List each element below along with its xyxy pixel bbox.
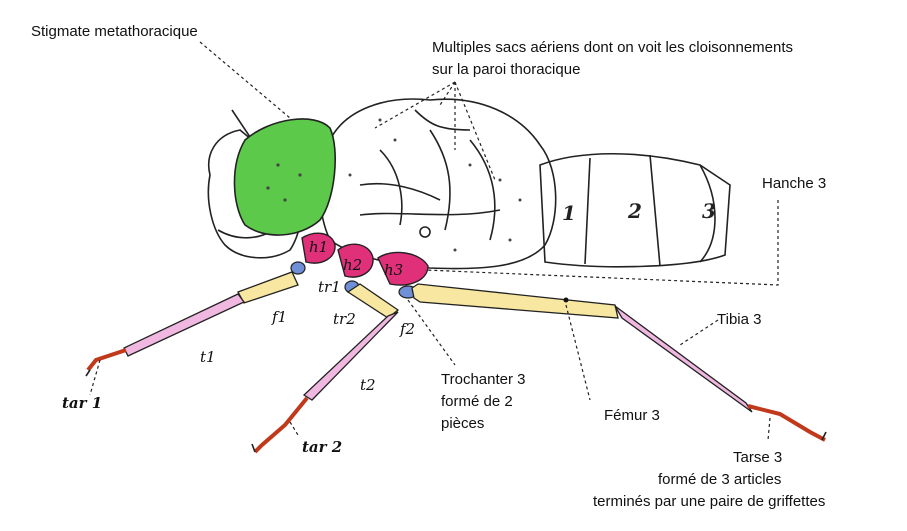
segment-1-label: 1 (562, 201, 576, 225)
segment-2-label: 2 (627, 199, 642, 223)
stigmate-metathoracique (233, 118, 336, 236)
f2-label: f2 (399, 320, 415, 338)
tar1-label: tar 1 (62, 394, 102, 412)
abdomen (539, 153, 731, 268)
tarse3-leader (767, 417, 771, 441)
hanche3-label: Hanche 3 (762, 175, 826, 192)
tarse-2 (253, 396, 309, 454)
stigmate-leader (199, 41, 291, 119)
tibia3-label: Tibia 3 (717, 311, 761, 328)
hanche-1 (301, 232, 336, 264)
trochanter3-line1: Trochanter 3 (441, 371, 526, 388)
hanche3-leader (424, 200, 779, 286)
tr2-label: tr2 (333, 310, 356, 328)
sacs-leader-4 (454, 81, 496, 181)
sacs-label-line2: sur la paroi thoracique (432, 61, 580, 78)
tarse3-line3: terminés par une paire de griffettes (593, 493, 825, 510)
tarse-1 (86, 348, 127, 372)
femur-3 (411, 283, 619, 319)
femur-3-dot (563, 297, 569, 303)
tibia-1 (123, 293, 246, 357)
hanche-2 (337, 243, 374, 278)
trochanter3-line2: formé de 2 (441, 393, 513, 410)
tar2-label: tar 2 (302, 438, 342, 456)
h3-label: h3 (384, 261, 403, 279)
segment-3-label: 3 (702, 199, 716, 223)
tibia-2 (302, 311, 399, 401)
tr1-label: tr1 (318, 278, 341, 296)
femur-1 (237, 271, 299, 304)
trochanter-1 (290, 261, 306, 275)
tarse-3 (747, 404, 826, 442)
stigmate-label: Stigmate metathoracique (31, 23, 198, 40)
tarse3-line2: formé de 3 articles (658, 471, 781, 488)
t1-label: t1 (200, 348, 216, 366)
hanche-3 (377, 251, 429, 286)
h1-label: h1 (309, 238, 328, 256)
femur-2 (346, 283, 400, 319)
f1-label: f1 (271, 308, 287, 326)
trochanter3-line3: pièces (441, 415, 484, 432)
sacs-leader-1 (439, 81, 456, 106)
h2-label: h2 (343, 256, 362, 274)
tibia3-leader (679, 319, 719, 346)
femur3-label: Fémur 3 (604, 407, 660, 424)
thorax (319, 98, 557, 270)
femur3-leader (565, 304, 591, 401)
trochanter3-leader (407, 299, 456, 366)
t2-label: t2 (360, 376, 376, 394)
tibia-3 (614, 305, 753, 413)
tarse3-line1: Tarse 3 (733, 449, 782, 466)
sacs-label-line1: Multiples sacs aériens dont on voit les … (432, 39, 793, 56)
sacs-leader-2 (374, 81, 456, 129)
